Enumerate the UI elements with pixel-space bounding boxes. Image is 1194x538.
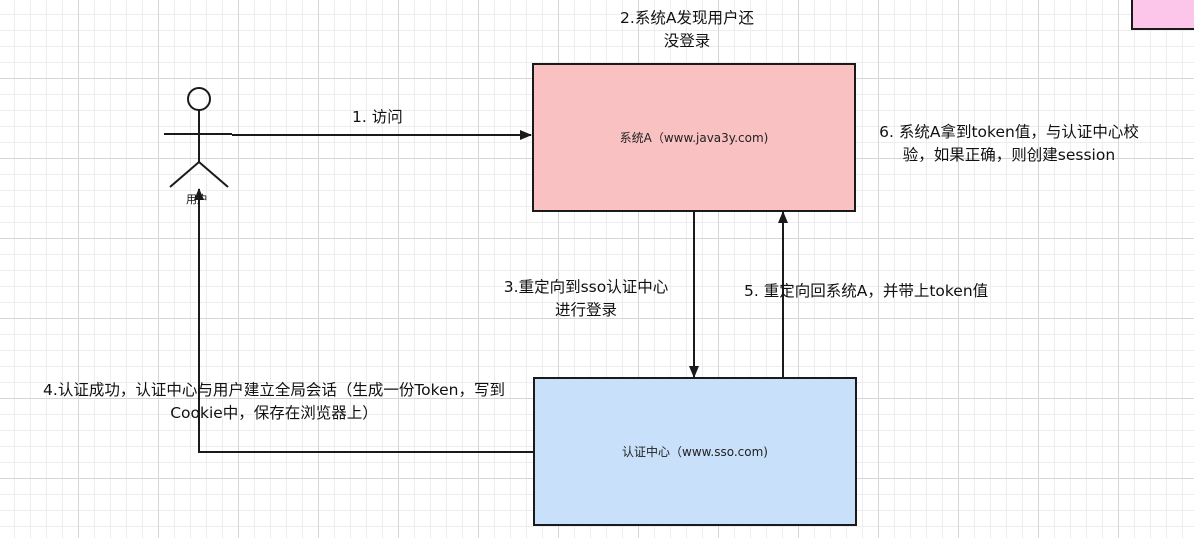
step6-label-line1: 6. 系统A拿到token值，与认证中心校 (879, 123, 1139, 141)
step6-label-line2: 验，如果正确，则创建session (902, 146, 1116, 164)
user-actor-icon (164, 87, 232, 188)
step1-label: 1. 访问 (352, 108, 403, 126)
step4-label: 4.认证成功，认证中心与用户建立全局会话（生成一份Token，写到 Cookie… (4, 379, 544, 425)
step3-label-line1: 3.重定向到sso认证中心 (503, 278, 669, 296)
step4-label-line2: Cookie中，保存在浏览器上） (170, 404, 378, 422)
step6-label: 6. 系统A拿到token值，与认证中心校 验，如果正确，则创建session (856, 121, 1162, 167)
edge-step4-arrow (194, 188, 533, 453)
sso-center-node[interactable]: 认证中心（www.sso.com) (533, 377, 857, 526)
corner-shape[interactable] (1131, 0, 1194, 30)
step4-label-line1: 4.认证成功，认证中心与用户建立全局会话（生成一份Token，写到 (43, 381, 505, 399)
sso-center-label: 认证中心（www.sso.com) (622, 445, 768, 459)
system-a-label: 系统A（www.java3y.com) (619, 131, 769, 145)
step2-label: 2.系统A发现用户还 没登录 (572, 7, 802, 53)
system-a-node[interactable]: 系统A（www.java3y.com) (532, 63, 856, 212)
step5-label: 5. 重定向回系统A，并带上token值 (744, 282, 989, 300)
step2-label-line1: 2.系统A发现用户还 (620, 9, 754, 27)
user-label: 用户 (186, 193, 208, 206)
step3-label-line2: 进行登录 (554, 301, 617, 319)
step3-label: 3.重定向到sso认证中心 进行登录 (486, 276, 686, 322)
step2-label-line2: 没登录 (663, 32, 711, 50)
